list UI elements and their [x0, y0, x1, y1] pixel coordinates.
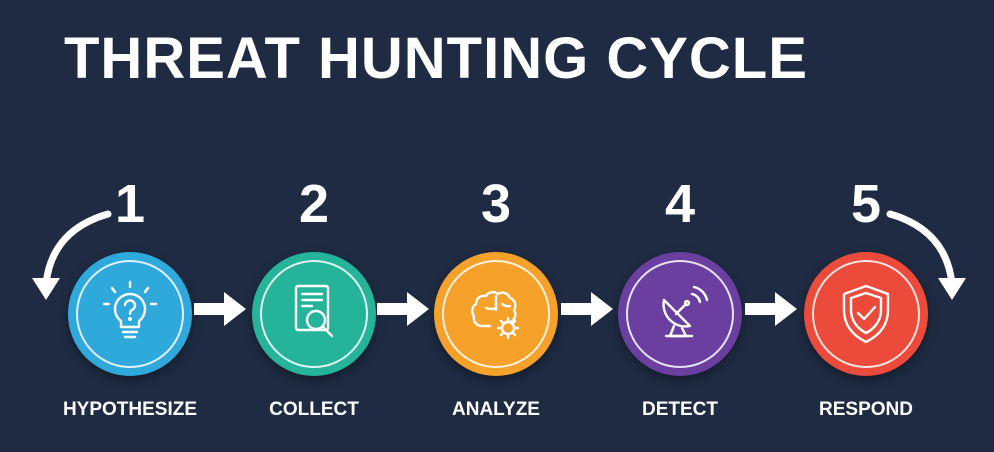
arrow-right-icon [745, 292, 797, 326]
step-label: DETECT [642, 399, 718, 420]
step-collect: 2 COLLECT [222, 0, 406, 452]
arrow-right-icon [561, 292, 613, 326]
step-circle [618, 252, 742, 376]
step-number: 1 [114, 174, 146, 234]
shield-check-icon [842, 284, 890, 344]
step-respond: 5 RESPOND [774, 0, 958, 452]
step-circle [252, 252, 376, 376]
step-number: 3 [480, 174, 512, 234]
document-search-icon [294, 284, 334, 338]
step-number: 5 [850, 174, 882, 234]
step-number: 4 [664, 174, 696, 234]
brain-gear-icon [470, 290, 520, 340]
step-analyze: 3 ANALYZE [404, 0, 588, 452]
arrow-right-icon [194, 292, 246, 326]
step-label: ANALYZE [452, 399, 540, 420]
step-label: HYPOTHESIZE [62, 399, 198, 420]
step-hypothesize: 1 HYPOTHESIZE [38, 0, 222, 452]
step-circle [68, 252, 192, 376]
step-circle [434, 252, 558, 376]
step-circle [804, 252, 928, 376]
curved-arrow-right-icon [886, 210, 966, 300]
step-detect: 4 DETECT [588, 0, 772, 452]
arrow-right-icon [377, 292, 429, 326]
diagram-title: THREAT HUNTING CYCLE [64, 26, 808, 91]
lightbulb-question-icon [102, 280, 158, 339]
step-number: 2 [298, 174, 330, 234]
curved-arrow-left-icon [32, 210, 112, 300]
satellite-dish-icon [662, 285, 709, 338]
step-label: COLLECT [269, 399, 359, 420]
step-label: RESPOND [819, 399, 913, 420]
